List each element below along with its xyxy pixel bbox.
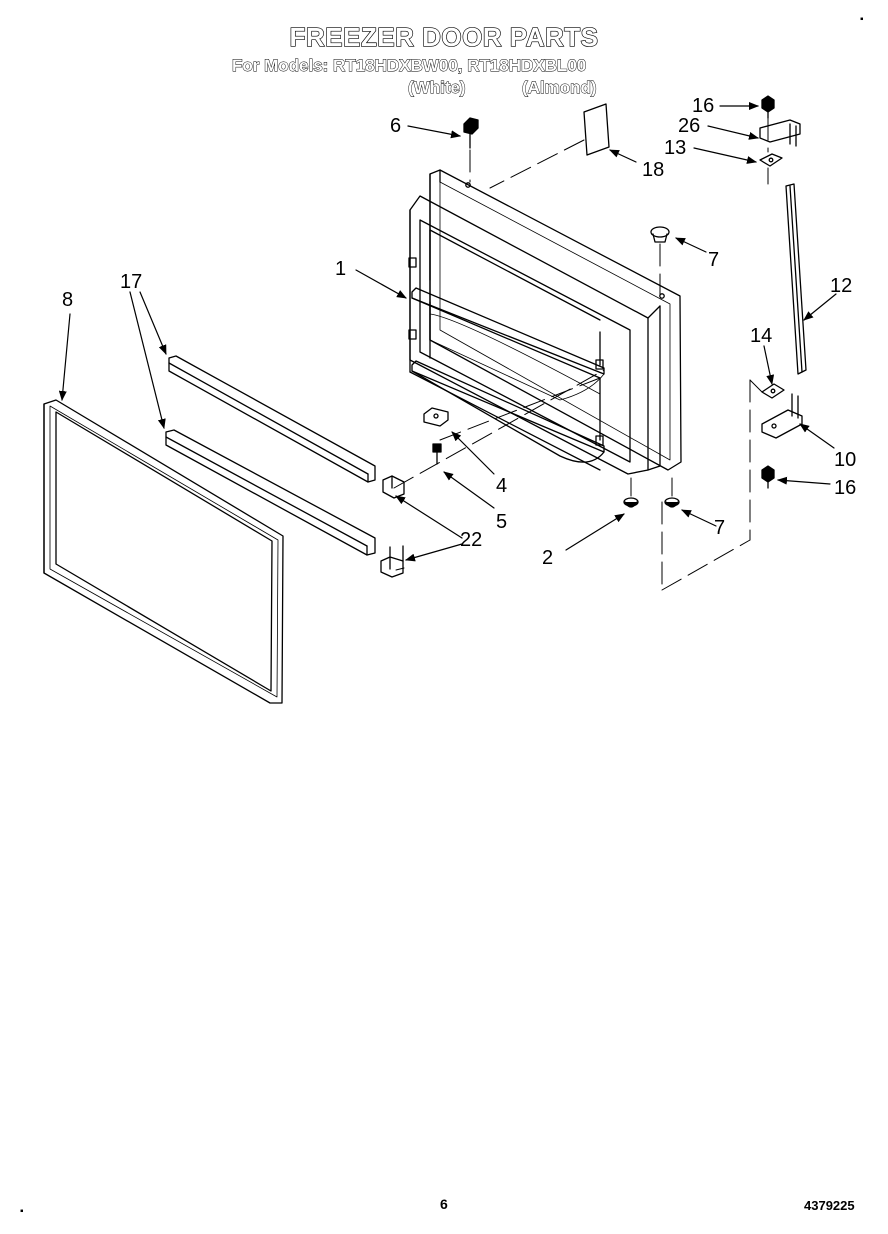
hinge-pin-bracket-part-26 bbox=[759, 119, 801, 147]
callout-17: 17 bbox=[120, 271, 142, 293]
callout-18: 18 bbox=[642, 159, 664, 181]
leader-arrows bbox=[58, 102, 837, 562]
label-part-18 bbox=[583, 103, 610, 156]
callout-4: 4 bbox=[496, 475, 507, 497]
screw-part-6 bbox=[463, 117, 479, 149]
models-line: For Models: RT18HDXBW00, RT18HDXBL00 bbox=[232, 56, 587, 76]
page-number: 6 bbox=[440, 1196, 448, 1212]
screw-part-16-top bbox=[761, 95, 775, 119]
callout-5: 5 bbox=[496, 511, 507, 533]
screw-part-16-bottom bbox=[761, 465, 775, 489]
screw-part-5 bbox=[432, 443, 442, 465]
callout-1: 1 bbox=[335, 258, 346, 280]
page-title: FREEZER DOOR PARTS bbox=[289, 21, 599, 52]
corner-mark-top: ▪ bbox=[860, 14, 864, 25]
trim-end-cap-part-22 bbox=[380, 475, 405, 578]
callout-8: 8 bbox=[62, 289, 73, 311]
callout-7a: 7 bbox=[708, 249, 719, 271]
callout-6: 6 bbox=[390, 115, 401, 137]
plug-part-2 bbox=[623, 497, 639, 508]
freezer-door-assembly-part-1 bbox=[408, 169, 682, 475]
bracket-part-4 bbox=[423, 407, 449, 427]
callout-13: 13 bbox=[664, 137, 686, 159]
callout-12: 12 bbox=[830, 275, 852, 297]
callout-14: 14 bbox=[750, 325, 772, 347]
spacer-part-14 bbox=[761, 383, 785, 399]
plug-part-7 bbox=[650, 226, 680, 508]
door-gasket-part-8 bbox=[43, 399, 284, 704]
callout-2: 2 bbox=[542, 547, 553, 569]
shelf-trim-part-17 bbox=[165, 355, 376, 556]
variant-white: (White) bbox=[408, 78, 466, 98]
bottom-hinge-part-10 bbox=[761, 393, 803, 439]
alignment-lines bbox=[393, 117, 769, 591]
variant-almond: (Almond) bbox=[522, 78, 597, 98]
spacer-part-13 bbox=[759, 153, 783, 167]
document-number: 4379225 bbox=[804, 1198, 855, 1213]
hinge-cover-part-12 bbox=[785, 183, 807, 375]
callout-7b: 7 bbox=[714, 517, 725, 539]
callout-16a: 16 bbox=[692, 95, 714, 117]
callout-10: 10 bbox=[834, 449, 856, 471]
callout-22: 22 bbox=[460, 529, 482, 551]
corner-mark-bottom: ▪ bbox=[20, 1206, 24, 1217]
callout-16b: 16 bbox=[834, 477, 856, 499]
callout-26: 26 bbox=[678, 115, 700, 137]
